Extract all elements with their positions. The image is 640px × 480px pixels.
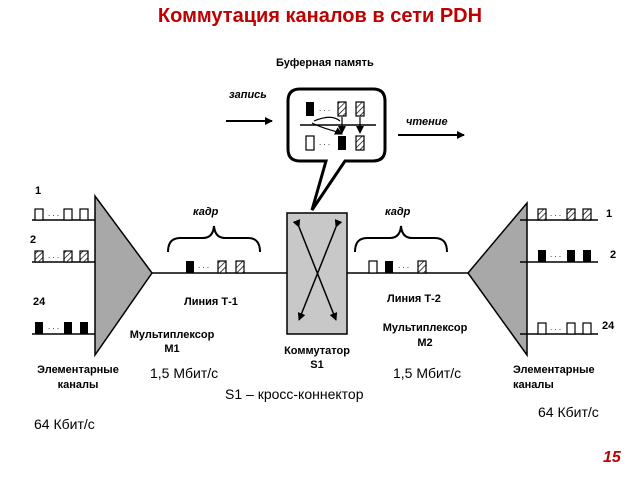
left-channel-rate: 64 Кбит/с — [34, 416, 95, 432]
left-channel-number-2: 2 — [30, 234, 37, 246]
svg-text:. . .: . . . — [550, 323, 561, 332]
svg-text:. . .: . . . — [319, 104, 330, 113]
switch-label-line2: S1 — [310, 359, 324, 371]
left-channel-number-1: 1 — [35, 185, 42, 197]
right-channel-rate: 64 Кбит/с — [538, 404, 599, 420]
left-frame-label: кадр — [193, 206, 219, 218]
buffer-bottom-row: . . . — [305, 135, 365, 151]
switch-caption: S1 – кросс-коннектор — [225, 386, 364, 402]
multiplexer-m1-label-line2: М1 — [164, 343, 180, 355]
svg-text:. . .: . . . — [550, 209, 561, 218]
svg-text:. . .: . . . — [398, 261, 409, 270]
line-t2-label: Линия Т-2 — [387, 293, 441, 305]
right-frame-label: кадр — [385, 206, 411, 218]
left-channels-label-line2: каналы — [57, 379, 99, 391]
left-channel-signals: . . . . . . . . . — [32, 208, 100, 335]
line-t1-label: Линия Т-1 — [184, 296, 238, 308]
left-frame-brace — [167, 225, 261, 253]
right-channel-signals: . . . . . . . . . — [520, 208, 598, 335]
right-channels-label-line1: Элементарные — [513, 364, 595, 376]
multiplexer-m2-label-line1: Мультиплексор — [382, 322, 468, 334]
right-line-rate: 1,5 Мбит/с — [393, 365, 462, 381]
right-channel-number-24: 24 — [602, 320, 615, 332]
svg-text:. . .: . . . — [48, 209, 59, 218]
read-label: чтение — [406, 116, 448, 128]
svg-text:. . .: . . . — [550, 250, 561, 259]
svg-text:. . .: . . . — [198, 261, 209, 270]
left-line-rate: 1,5 Мбит/с — [150, 365, 219, 381]
buffer-top-row: . . . — [306, 101, 365, 117]
multiplexer-m2-label-line2: М2 — [417, 337, 433, 349]
multiplexer-m1-label-line1: Мультиплексор — [129, 329, 215, 341]
left-channel-number-24: 24 — [33, 296, 46, 308]
svg-text:. . .: . . . — [319, 138, 330, 147]
right-channels-label-line2: каналы — [513, 379, 554, 391]
right-frame-brace — [354, 225, 448, 253]
multiplexer-m1 — [94, 193, 153, 358]
slide-title: Коммутация каналов в сети PDH — [157, 5, 483, 27]
right-channel-number-2: 2 — [610, 249, 617, 261]
buffer-memory-title: Буферная память — [276, 57, 374, 69]
right-channel-number-1: 1 — [606, 208, 613, 220]
write-label: запись — [229, 89, 267, 101]
switch-label-line1: Коммутатор — [284, 345, 350, 357]
right-line-frame-slots: . . . — [368, 260, 427, 274]
multiplexer-m2 — [467, 200, 528, 358]
page-number: 15 — [603, 449, 621, 466]
svg-text:. . .: . . . — [48, 322, 59, 331]
buffer-memory-callout: . . . . . . — [286, 87, 387, 211]
left-line-frame-slots: . . . — [186, 260, 245, 274]
buffer-swap-arrow — [313, 116, 341, 122]
left-channels-label-line1: Элементарные — [37, 364, 119, 376]
switch-cross-arrow-2 — [297, 219, 343, 321]
svg-text:. . .: . . . — [48, 251, 59, 260]
